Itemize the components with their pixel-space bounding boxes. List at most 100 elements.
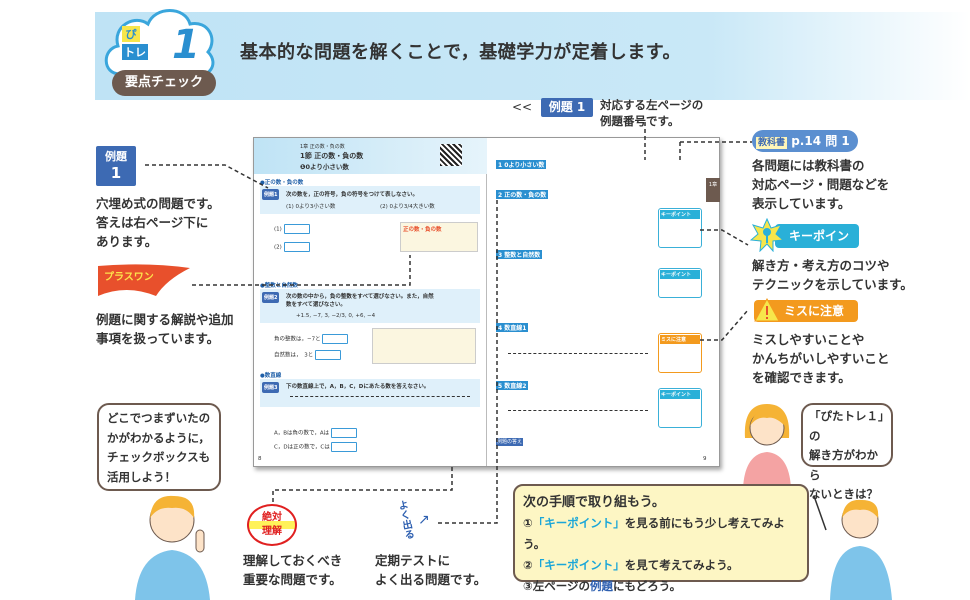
line: 活用しよう！ (107, 469, 176, 484)
problem-2: 2 正の数・負の数 (496, 190, 549, 199)
heading: ●数直線 (260, 373, 282, 379)
problem-3: 3 整数と自然数 (496, 250, 543, 259)
problem-4: 4 数直線1 (496, 323, 529, 332)
answer-box[interactable] (283, 242, 310, 252)
boy-speech-bubble: どこでつまずいたのかがわかるように， チェックボックスも活用しよう！ (97, 403, 221, 491)
reidai-description: 穴埋め式の問題です。答えは右ページ下にあります。 (96, 194, 220, 251)
textbook-ref: p.14 問 1 (791, 134, 850, 148)
step-3: ③左ページの例題にもどろう。 (523, 576, 799, 597)
ans-label: C，Dは正の数で，Cは (274, 444, 330, 451)
answer-box[interactable] (330, 428, 357, 438)
zettai-rikai-stamp: 絶対理解 (247, 504, 297, 546)
stamp-line: 理解 (262, 526, 282, 537)
ex-item: (2) 0より3/4大きい数 (380, 204, 435, 210)
mistake-pill: ミスに注意 (754, 300, 858, 322)
answer-row: 自然数は， 3と (274, 350, 341, 360)
steps-box: 次の手順で取り組もう。 ①「キーポイント」を見る前にもう少し考えてみよう。 ②「… (513, 484, 809, 593)
ex-text: 下の数直線上で，A，B，C，Dにあたる数を答えなさい。 (286, 384, 430, 390)
plus-one-box-2 (372, 328, 476, 364)
rei: 例題 (590, 579, 614, 593)
zettai-description: 理解しておくべき重要な問題です。 (243, 551, 342, 589)
page-number: 9 (703, 456, 707, 462)
ex-nums: +1.5, −7, 3, −2/3, 0, +6, −4 (296, 313, 376, 319)
t: を見る前にもう少し考えてみよう。 (523, 516, 785, 551)
line: 表示しています。 (752, 196, 851, 211)
chapter-tab[interactable]: 1章 (706, 178, 720, 202)
problem-1: 1 0より小さい数 (496, 160, 547, 169)
warning-icon (754, 298, 780, 322)
kp-label: キーポイント (660, 210, 700, 219)
t: を見て考えてみよう。 (624, 558, 739, 572)
line: どこでつまずいたの (107, 411, 211, 425)
plus-one-description: 例題に関する解説や追加事項を扱っています。 (96, 310, 234, 348)
line: 例題番号です。 (600, 114, 680, 128)
keypoint-box: キーポイント (658, 208, 702, 248)
keypoint-box: キーポイント (658, 388, 702, 428)
section: 1節 正の数・負の数 (300, 152, 364, 160)
line: 定期テストに (375, 553, 451, 568)
keypoint-box: キーポイント (658, 268, 702, 298)
yokuderu-description: 定期テストによく出る問題です。 (375, 551, 486, 589)
problem-label: 5 数直線2 (496, 381, 529, 390)
ex-badge: 例題1 (262, 189, 280, 200)
line: 対応する左ページの (600, 98, 704, 112)
problem-label: 3 整数と自然数 (496, 250, 543, 259)
step-1: ①「キーポイント」を見る前にもう少し考えてみよう。 (523, 513, 799, 555)
right-page: 1 0より小さい数 2 正の数・負の数 3 整数と自然数 4 数直線1 5 数直… (488, 138, 720, 466)
number-line (508, 353, 648, 354)
ex-badge: 例題3 (262, 382, 280, 393)
plus-one-label: プラスワン (104, 272, 154, 283)
example-3: 例題3 下の数直線上で，A，B，C，Dにあたる数を答えなさい。 (260, 379, 480, 407)
reidai-note-text: 対応する左ページの例題番号です。 (600, 97, 703, 129)
step-2: ②「キーポイント」を見て考えてみよう。 (523, 555, 799, 576)
answer-box[interactable] (283, 224, 310, 234)
qr-code[interactable] (440, 144, 462, 166)
kp: 「キーポイント」 (532, 516, 625, 530)
answer-box[interactable] (322, 334, 349, 344)
girl-illustration (743, 404, 791, 488)
problem-label: 4 数直線1 (496, 323, 529, 332)
mis-label: ミスに注意 (660, 335, 700, 344)
example-2: 例題2 次の数の中から，負の整数をすべて選びなさい。また，自然数をすべて選びなさ… (260, 289, 480, 323)
arrow-marker: << (512, 100, 533, 114)
line: かんちがいしやすいこと (752, 351, 890, 366)
line: 事項を扱っています。 (96, 331, 220, 346)
answers-label: 例題の答え (496, 438, 524, 446)
answer-row: C，Dは正の数で，Cは (274, 442, 358, 452)
number-line (290, 396, 470, 397)
reidai-badge: 例題 1 (541, 98, 593, 117)
ans-label: 自然数は， 3と (274, 352, 314, 359)
ex-badge: 例題2 (262, 292, 280, 303)
key-star-icon (750, 218, 784, 252)
ans-label: A，Bは負の数で，Aは (274, 430, 330, 437)
page-number: 8 (258, 456, 262, 462)
line: 解き方がわから (809, 448, 878, 482)
problem-5: 5 数直線2 (496, 381, 529, 390)
line: チェックボックスも (107, 450, 211, 464)
mistake-description: ミスしやすいことやかんちがいしやすいことを確認できます。 (752, 330, 889, 387)
badge-top: 例題 (105, 150, 127, 163)
textbook-ref-pill: 教科書 p.14 問 1 (752, 130, 858, 152)
line: かがわかるように， (107, 430, 210, 445)
textbook-spread: 1章 正の数・負の数 1節 正の数・負の数 ❶0より小さい数 ●正の数・負の数 … (253, 137, 720, 467)
answer-box[interactable] (331, 442, 358, 452)
line: 重要な問題です。 (243, 572, 342, 587)
boy-illustration (135, 495, 210, 600)
n: ② (523, 558, 533, 572)
t: にもどろう。 (613, 579, 682, 593)
line: 例題に関する解説や追加 (96, 312, 234, 327)
problem-label: 2 正の数・負の数 (496, 190, 549, 199)
kp-label: キーポイント (660, 270, 700, 279)
kp-label: キーポイント (660, 390, 700, 399)
n: ① (523, 516, 533, 530)
answer-row: (2) (274, 242, 310, 252)
logo-tore: トレ (122, 44, 148, 60)
answers-row: 例題の答え (496, 438, 524, 446)
girl-speech-bubble: 「ぴたトレ１」の解き方がわからないときは？ (801, 403, 893, 501)
line: 理解しておくべき (243, 553, 343, 568)
answer-box[interactable] (315, 350, 341, 360)
heading: ●正の数・負の数 (260, 180, 304, 186)
example-1: 例題1 次の数を，正の符号，負の符号をつけて表しなさい。 (1) 0より3小さい… (260, 186, 480, 214)
mistake-box: ミスに注意 (658, 333, 702, 373)
kp: 「キーポイント」 (532, 558, 625, 572)
